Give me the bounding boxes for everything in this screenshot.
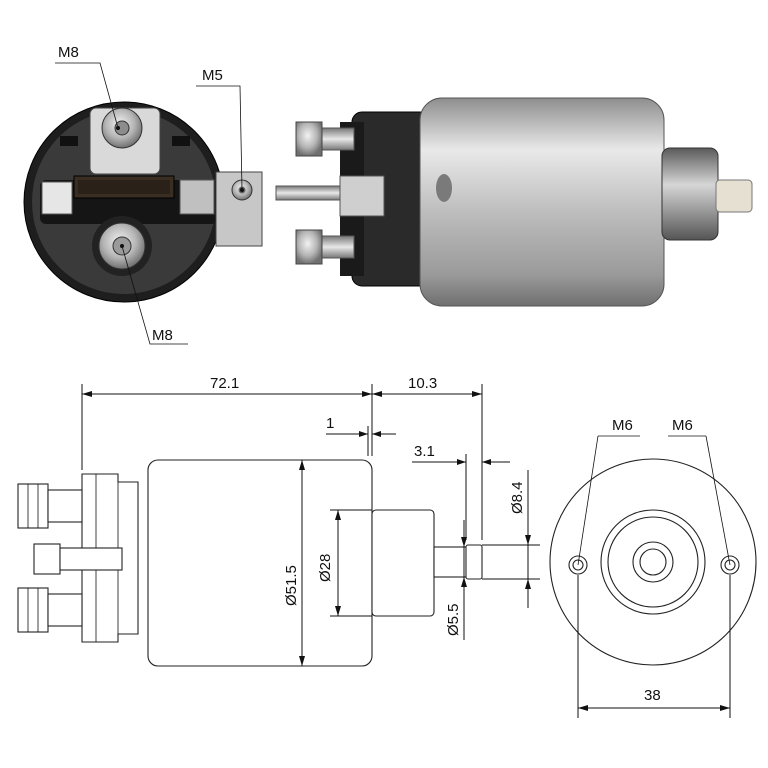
side-view-drawing bbox=[17, 459, 483, 667]
dim-tip-length: 3.1 bbox=[414, 443, 435, 460]
dim-overall-length: 72.1 bbox=[210, 375, 239, 392]
dim-shaft-diameter: Ø5.5 bbox=[445, 603, 462, 636]
dim-plunger-extension: 10.3 bbox=[408, 375, 437, 392]
dim-hole-spacing: 38 bbox=[644, 687, 661, 704]
photo-leaders bbox=[55, 62, 244, 345]
dim-boss-diameter: Ø28 bbox=[317, 554, 334, 582]
dim-body-diameter: Ø51.5 bbox=[283, 565, 300, 606]
label-m6-right: M6 bbox=[672, 417, 693, 434]
side-view-photo bbox=[275, 97, 753, 307]
dimension-lines bbox=[81, 384, 540, 666]
dim-flange-offset: 1 bbox=[326, 415, 334, 432]
label-m8-bottom: M8 bbox=[152, 327, 173, 344]
dim-tip-diameter: Ø8.4 bbox=[509, 481, 526, 514]
label-m6-left: M6 bbox=[612, 417, 633, 434]
label-m5: M5 bbox=[202, 67, 223, 84]
label-m8-top: M8 bbox=[58, 44, 79, 61]
end-view-dimensions bbox=[577, 435, 731, 718]
end-view-drawing bbox=[549, 458, 757, 666]
end-view-photo bbox=[23, 101, 263, 303]
